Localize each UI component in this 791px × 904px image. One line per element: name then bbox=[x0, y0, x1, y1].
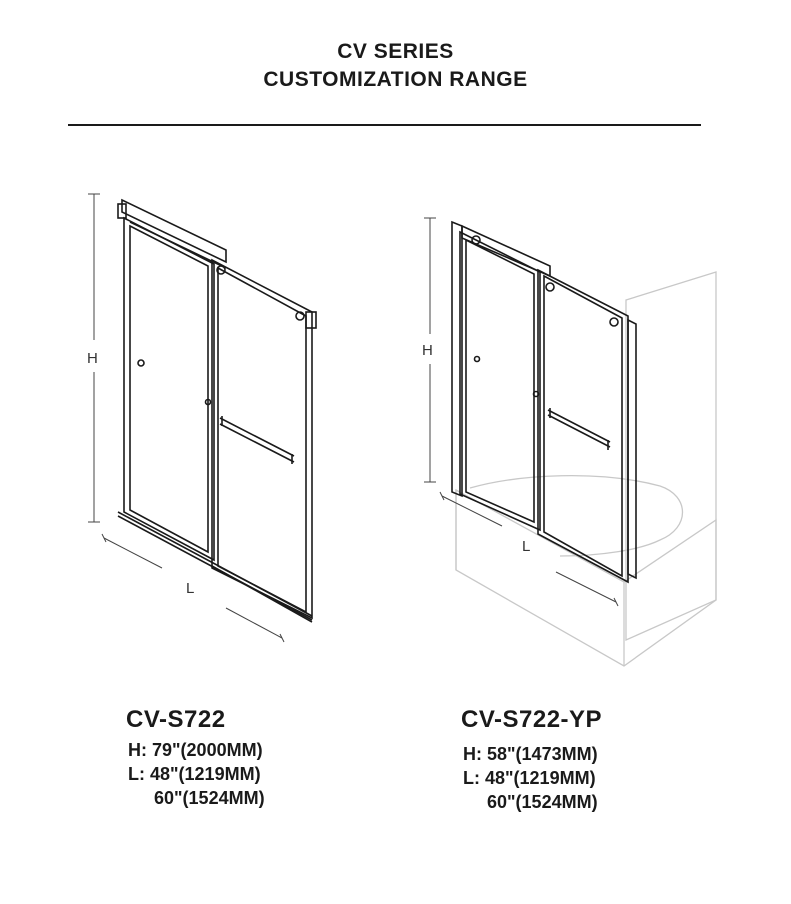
page-title-line2: CUSTOMIZATION RANGE bbox=[263, 68, 528, 91]
spec-length2-cv-s722: 60"(1524MM) bbox=[154, 788, 265, 808]
length-dimension-right bbox=[439, 491, 619, 607]
spec-height-cv-s722: H: 79"(2000MM) bbox=[128, 740, 263, 760]
height-label-left: H bbox=[87, 350, 98, 367]
model-name-cv-s722-yp: CV-S722-YP bbox=[461, 706, 603, 733]
towel-bar-left bbox=[219, 416, 295, 464]
page-title-line1: CV SERIES bbox=[337, 40, 454, 63]
top-rail-right bbox=[461, 224, 551, 278]
sliding-panel-right bbox=[537, 268, 629, 584]
spec-length2-cv-s722-yp: 60"(1524MM) bbox=[487, 792, 598, 812]
height-dimension-left bbox=[88, 193, 100, 523]
spec-height-cv-s722-yp: H: 58"(1473MM) bbox=[463, 744, 598, 764]
top-rail-left bbox=[117, 198, 317, 329]
length-dimension-left bbox=[101, 533, 285, 643]
spec-length1-cv-s722: L: 48"(1219MM) bbox=[128, 764, 261, 784]
spec-length1-cv-s722-yp: L: 48"(1219MM) bbox=[463, 768, 596, 788]
diagram-cv-s722: H bbox=[87, 193, 317, 643]
height-dimension-right bbox=[424, 217, 436, 483]
model-name-cv-s722: CV-S722 bbox=[126, 706, 226, 733]
fixed-panel-right bbox=[459, 230, 541, 532]
diagram-cv-s722-yp: H bbox=[422, 217, 717, 667]
towel-bar-right bbox=[547, 408, 611, 450]
title-divider bbox=[68, 124, 701, 126]
bathtub bbox=[455, 271, 717, 667]
sliding-panel-left bbox=[204, 258, 313, 620]
fixed-panel-left bbox=[123, 216, 215, 562]
bottom-track-left bbox=[117, 511, 313, 623]
height-label-right: H bbox=[422, 342, 433, 359]
length-label-right: L bbox=[522, 538, 530, 555]
length-label-left: L bbox=[186, 580, 194, 597]
